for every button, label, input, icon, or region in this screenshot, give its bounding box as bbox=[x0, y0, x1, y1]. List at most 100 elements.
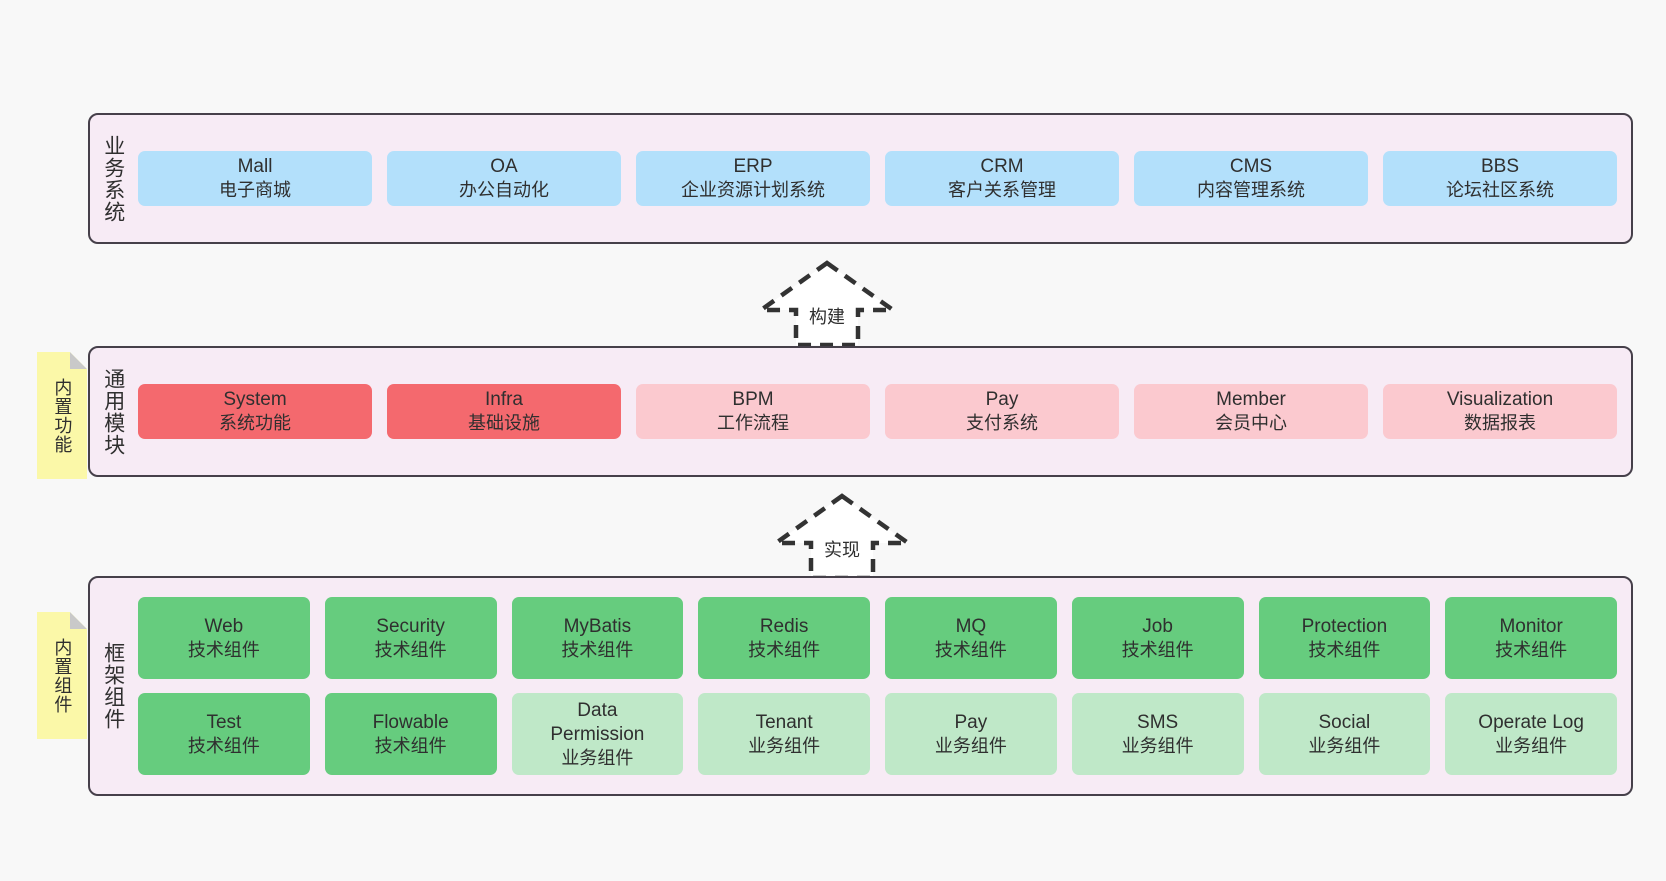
node-protection[interactable]: Protection 技术组件 bbox=[1258, 597, 1431, 679]
node-mybatis[interactable]: MyBatis 技术组件 bbox=[511, 597, 684, 679]
node-row: Test 技术组件 Flowable 技术组件 Data Permission … bbox=[138, 693, 1617, 775]
node-subtitle: 业务组件 bbox=[934, 735, 1007, 756]
node-erp[interactable]: ERP 企业资源计划系统 bbox=[636, 151, 870, 206]
node-title: Member bbox=[1216, 389, 1286, 411]
node-member[interactable]: Member 会员中心 bbox=[1134, 384, 1368, 439]
node-crm[interactable]: CRM 客户关系管理 bbox=[885, 151, 1119, 206]
node-title: Web bbox=[204, 615, 244, 637]
node-subtitle: 业务组件 bbox=[561, 747, 634, 768]
node-title: Social bbox=[1318, 711, 1371, 733]
node-row: Web 技术组件 Security 技术组件 MyBatis 技术组件 Redi… bbox=[138, 597, 1617, 679]
node-test[interactable]: Test 技术组件 bbox=[138, 693, 310, 775]
node-title: MQ bbox=[955, 615, 987, 637]
node-subtitle: 内容管理系统 bbox=[1197, 180, 1305, 201]
node-subtitle: 技术组件 bbox=[187, 735, 260, 756]
node-subtitle: 技术组件 bbox=[1121, 639, 1194, 660]
node-visualization[interactable]: Visualization 数据报表 bbox=[1383, 384, 1617, 439]
node-title: OA bbox=[490, 156, 518, 178]
arrow-implement: 实现 bbox=[768, 492, 916, 581]
node-mq[interactable]: MQ 技术组件 bbox=[885, 597, 1057, 679]
node-subtitle: 系统功能 bbox=[219, 413, 291, 434]
layer-common-modules: 通用模块 System 系统功能 Infra 基础设施 BPM 工作流程 Pay… bbox=[88, 346, 1633, 477]
node-monitor[interactable]: Monitor 技术组件 bbox=[1445, 597, 1617, 679]
node-cms[interactable]: CMS 内容管理系统 bbox=[1134, 151, 1368, 206]
layer-caption-framework: 框架组件 bbox=[101, 642, 125, 730]
node-title: Redis bbox=[759, 615, 809, 637]
node-title: Operate Log bbox=[1478, 711, 1584, 733]
node-title: BBS bbox=[1480, 156, 1520, 178]
node-system[interactable]: System 系统功能 bbox=[138, 384, 372, 439]
node-operate-log[interactable]: Operate Log 业务组件 bbox=[1445, 693, 1617, 775]
note-label: 内置组件 bbox=[52, 637, 73, 714]
node-title: Data Permission bbox=[550, 700, 645, 745]
node-subtitle: 数据报表 bbox=[1464, 413, 1536, 434]
node-subtitle: 支付系统 bbox=[966, 413, 1038, 434]
node-tenant[interactable]: Tenant 业务组件 bbox=[698, 693, 870, 775]
node-title: Monitor bbox=[1499, 615, 1563, 637]
node-subtitle: 基础设施 bbox=[468, 413, 540, 434]
layer-body-business: Mall 电子商城 OA 办公自动化 ERP 企业资源计划系统 CRM 客户关系… bbox=[136, 115, 1631, 242]
node-subtitle: 技术组件 bbox=[1495, 639, 1568, 660]
node-subtitle: 技术组件 bbox=[748, 639, 821, 660]
node-subtitle: 会员中心 bbox=[1215, 413, 1287, 434]
node-title: Tenant bbox=[755, 711, 813, 733]
node-title: Protection bbox=[1301, 615, 1388, 637]
node-subtitle: 业务组件 bbox=[1121, 735, 1194, 756]
node-title: MyBatis bbox=[563, 615, 632, 637]
node-security[interactable]: Security 技术组件 bbox=[324, 597, 497, 679]
node-subtitle: 技术组件 bbox=[374, 639, 447, 660]
note-label: 内置功能 bbox=[52, 377, 73, 454]
node-subtitle: 业务组件 bbox=[1308, 735, 1381, 756]
node-mall[interactable]: Mall 电子商城 bbox=[138, 151, 372, 206]
node-title: SMS bbox=[1137, 711, 1179, 733]
node-social[interactable]: Social 业务组件 bbox=[1258, 693, 1431, 775]
node-subtitle: 技术组件 bbox=[187, 639, 260, 660]
node-oa[interactable]: OA 办公自动化 bbox=[387, 151, 621, 206]
arrow-build: 构建 bbox=[753, 259, 901, 348]
node-title: Test bbox=[206, 711, 242, 733]
note-builtin-features: 内置功能 bbox=[37, 352, 87, 479]
node-title: System bbox=[223, 389, 287, 411]
node-data-permission[interactable]: Data Permission 业务组件 bbox=[511, 693, 684, 775]
node-subtitle: 业务组件 bbox=[748, 735, 821, 756]
node-title: CMS bbox=[1229, 156, 1273, 178]
node-job[interactable]: Job 技术组件 bbox=[1071, 597, 1244, 679]
node-web[interactable]: Web 技术组件 bbox=[138, 597, 310, 679]
node-row: System 系统功能 Infra 基础设施 BPM 工作流程 Pay 支付系统… bbox=[138, 384, 1617, 439]
node-pay-component[interactable]: Pay 业务组件 bbox=[885, 693, 1057, 775]
note-builtin-components: 内置组件 bbox=[37, 612, 87, 739]
node-subtitle: 电子商城 bbox=[219, 180, 291, 201]
node-bbs[interactable]: BBS 论坛社区系统 bbox=[1383, 151, 1617, 206]
node-title: Pay bbox=[985, 389, 1019, 411]
node-title: ERP bbox=[733, 156, 773, 178]
node-title: Visualization bbox=[1446, 389, 1554, 411]
layer-framework-components: 框架组件 Web 技术组件 Security 技术组件 MyBatis 技术组件… bbox=[88, 576, 1633, 796]
node-redis[interactable]: Redis 技术组件 bbox=[698, 597, 870, 679]
layer-body-modules: System 系统功能 Infra 基础设施 BPM 工作流程 Pay 支付系统… bbox=[136, 348, 1631, 475]
node-subtitle: 客户关系管理 bbox=[948, 180, 1056, 201]
node-infra[interactable]: Infra 基础设施 bbox=[387, 384, 621, 439]
node-subtitle: 企业资源计划系统 bbox=[681, 180, 825, 201]
node-title: Job bbox=[1142, 615, 1173, 637]
node-title: Mall bbox=[237, 156, 273, 178]
node-bpm[interactable]: BPM 工作流程 bbox=[636, 384, 870, 439]
node-title: BPM bbox=[732, 389, 774, 411]
arrow-implement-icon bbox=[768, 493, 916, 581]
node-title: Infra bbox=[484, 389, 524, 411]
node-title: CRM bbox=[980, 156, 1024, 178]
layer-body-framework: Web 技术组件 Security 技术组件 MyBatis 技术组件 Redi… bbox=[136, 578, 1631, 794]
node-subtitle: 技术组件 bbox=[561, 639, 634, 660]
node-pay-module[interactable]: Pay 支付系统 bbox=[885, 384, 1119, 439]
node-subtitle: 办公自动化 bbox=[459, 180, 549, 201]
node-title: Flowable bbox=[372, 711, 449, 733]
node-sms[interactable]: SMS 业务组件 bbox=[1071, 693, 1244, 775]
node-title: Security bbox=[376, 615, 445, 637]
node-row: Mall 电子商城 OA 办公自动化 ERP 企业资源计划系统 CRM 客户关系… bbox=[138, 151, 1617, 206]
arrow-build-icon bbox=[753, 260, 901, 348]
node-flowable[interactable]: Flowable 技术组件 bbox=[324, 693, 497, 775]
node-title: Pay bbox=[954, 711, 988, 733]
node-subtitle: 技术组件 bbox=[374, 735, 447, 756]
layer-business-systems: 业务系统 Mall 电子商城 OA 办公自动化 ERP 企业资源计划系统 CRM… bbox=[88, 113, 1633, 244]
node-subtitle: 工作流程 bbox=[717, 413, 789, 434]
